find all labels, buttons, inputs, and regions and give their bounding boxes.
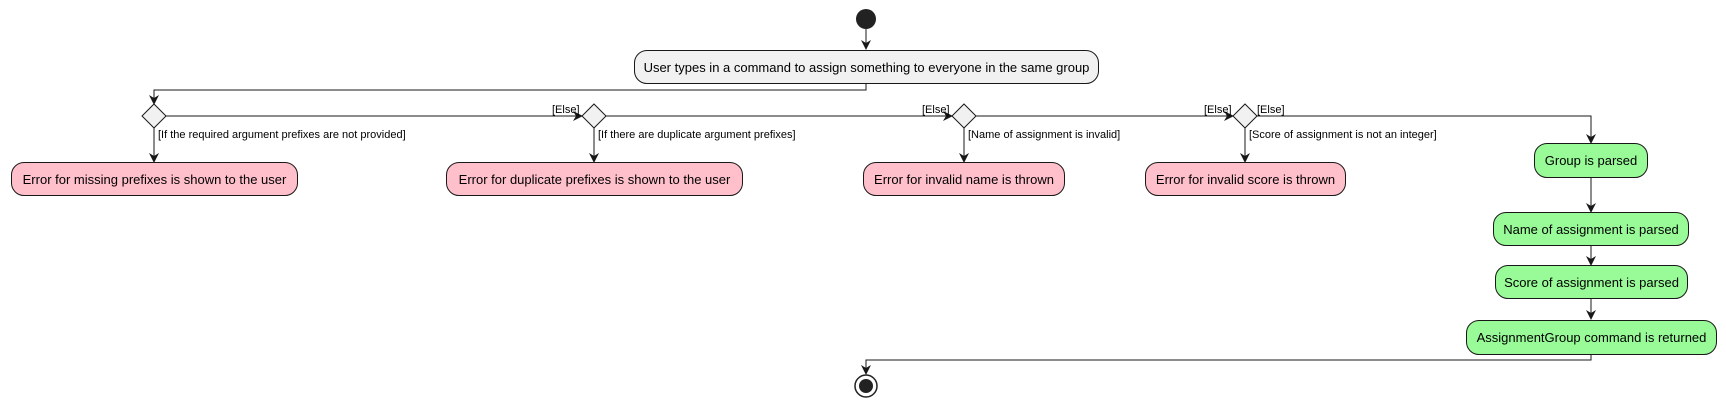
guard-missing-prefixes: [If the required argument prefixes are n… — [158, 129, 406, 141]
node-score-parsed: Score of assignment is parsed — [1495, 265, 1688, 299]
guard-invalid-name: [Name of assignment is invalid] — [968, 129, 1121, 141]
guard-duplicate-prefixes: [If there are duplicate argument prefixe… — [598, 129, 796, 141]
edge-action-to-decision-1 — [149, 83, 867, 105]
node-error-missing-prefixes: Error for missing prefixes is shown to t… — [11, 162, 298, 196]
node-user-types-command: User types in a command to assign someth… — [634, 50, 1099, 84]
node-error-invalid-name: Error for invalid name is thrown — [863, 162, 1065, 196]
decision-diamond-4 — [1232, 103, 1258, 129]
decision-diamond-3 — [951, 103, 977, 129]
edge-command-to-end — [861, 355, 1592, 375]
guard-else-2: [Else] — [922, 104, 950, 116]
end-node-inner — [859, 379, 873, 393]
decision-diamond-1 — [141, 103, 167, 129]
node-command-returned: AssignmentGroup command is returned — [1466, 320, 1717, 355]
node-group-parsed: Group is parsed — [1534, 143, 1648, 178]
guard-else-4: [Else] — [1257, 104, 1285, 116]
edge-decision-4-to-group-parsed — [1257, 115, 1596, 144]
guard-else-3: [Else] — [1204, 104, 1232, 116]
start-node — [856, 9, 876, 29]
node-error-invalid-score: Error for invalid score is thrown — [1145, 162, 1346, 196]
node-error-duplicate-prefixes: Error for duplicate prefixes is shown to… — [446, 162, 743, 196]
decision-diamond-2 — [581, 103, 607, 129]
guard-else-1: [Else] — [552, 104, 580, 116]
guard-invalid-score: [Score of assignment is not an integer] — [1249, 129, 1437, 141]
node-name-parsed: Name of assignment is parsed — [1493, 212, 1689, 246]
